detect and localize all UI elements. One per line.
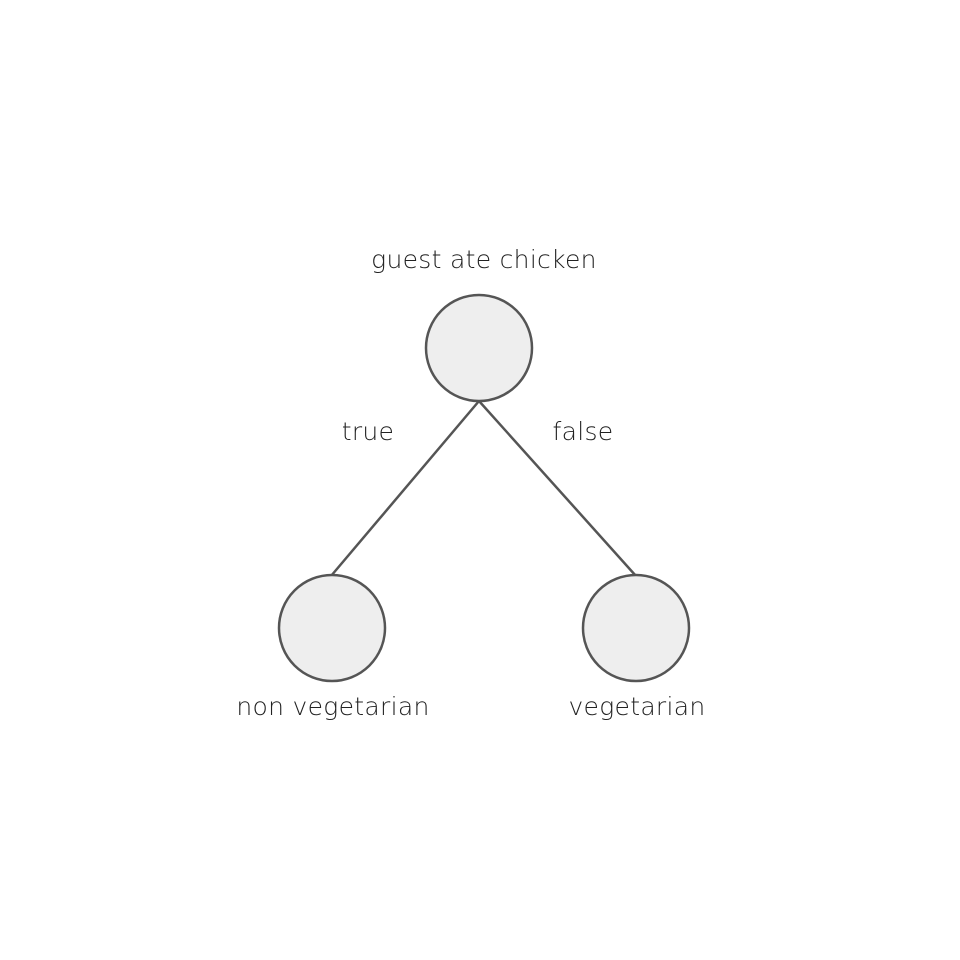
root-node xyxy=(424,293,534,403)
edge-true xyxy=(329,399,481,578)
leaf-label-vegetarian: vegetarian xyxy=(568,692,705,721)
leaf-node-non-vegetarian xyxy=(277,573,387,683)
edge-true-label: true xyxy=(342,417,395,446)
leaf-label-non-vegetarian: non vegetarian xyxy=(236,692,429,721)
edge-false-label: false xyxy=(553,417,614,446)
root-node-label: guest ate chicken xyxy=(371,245,597,274)
leaf-node-vegetarian xyxy=(581,573,691,683)
edge-false xyxy=(477,399,638,578)
